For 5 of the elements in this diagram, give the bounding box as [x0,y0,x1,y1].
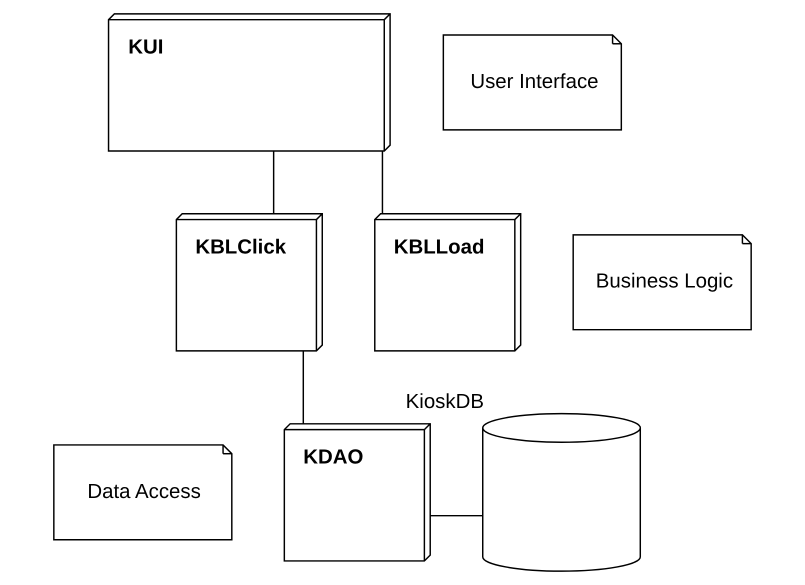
connector [302,351,304,424]
node-label: KioskDB [406,391,484,414]
connector [430,514,483,516]
connector [382,151,384,214]
connector [272,151,274,214]
